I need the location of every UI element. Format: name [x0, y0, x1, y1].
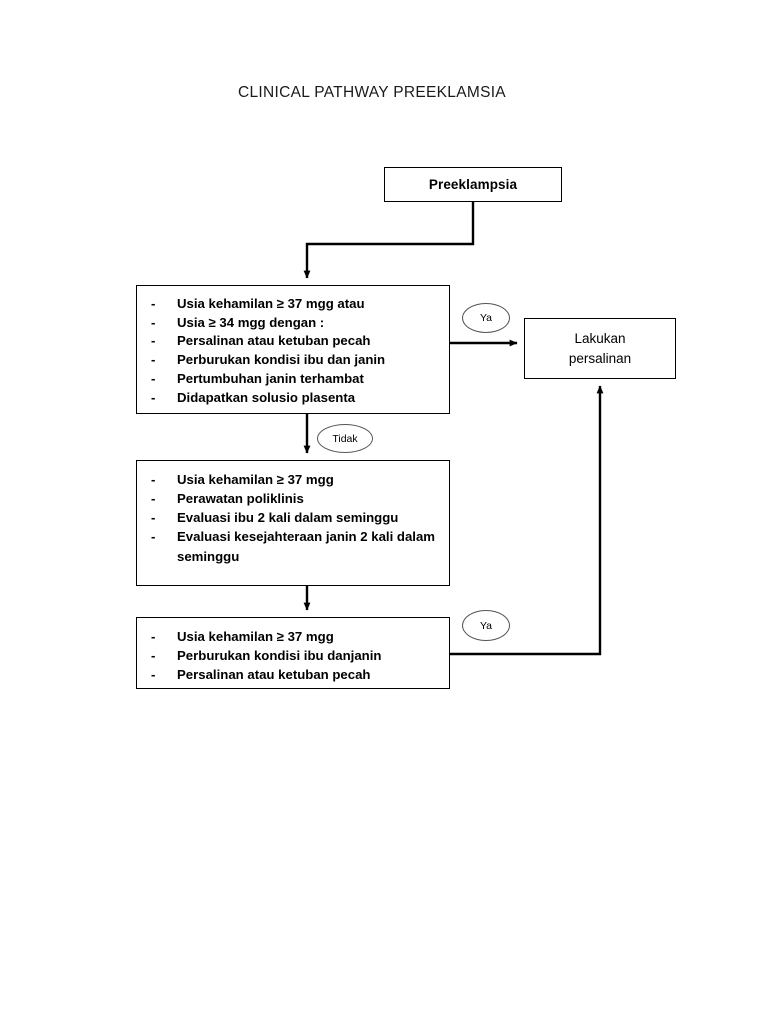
bullet-dash: -	[151, 314, 156, 330]
list-item: - Usia kehamilan ≥ 37 mgg atau	[151, 295, 439, 314]
list-item: - Perburukan kondisi ibu dan janin	[151, 351, 439, 370]
edge-label-ya-top: Ya	[462, 303, 510, 333]
criteria-2-item-0: Usia kehamilan ≥ 37 mgg	[177, 472, 334, 487]
criteria-3-item-0: Usia kehamilan ≥ 37 mgg	[177, 629, 334, 644]
bullet-dash: -	[151, 648, 156, 663]
list-item: - Usia kehamilan ≥ 37 mgg	[151, 627, 439, 646]
list-item: - Evaluasi kesejahteraan janin 2 kali da…	[151, 527, 439, 565]
node-criteria-2[interactable]: - Usia kehamilan ≥ 37 mgg - Perawatan po…	[136, 460, 450, 586]
criteria-3-item-2: Persalinan atau ketuban pecah	[177, 667, 371, 682]
node-action-line-2: persalinan	[568, 350, 632, 366]
criteria-1-item-2: Persalinan atau ketuban pecah	[177, 333, 371, 349]
edge-label-ya-bottom: Ya	[462, 610, 510, 641]
node-preeklampsia[interactable]: Preeklampsia	[384, 167, 562, 202]
criteria-1-item-5: Didapatkan solusio plasenta	[177, 389, 356, 405]
bullet-dash: -	[151, 352, 156, 368]
bullet-dash: -	[151, 472, 156, 487]
criteria-1-item-1: Usia ≥ 34 mgg dengan :	[177, 314, 325, 330]
node-criteria-3[interactable]: - Usia kehamilan ≥ 37 mgg - Perburukan k…	[136, 617, 450, 689]
bullet-dash: -	[151, 491, 156, 507]
bullet-dash: -	[151, 529, 156, 545]
page-title: CLINICAL PATHWAY PREEKLAMSIA	[238, 84, 506, 101]
connector-start-to-criteria1	[303, 202, 475, 279]
list-item: - Usia ≥ 34 mgg dengan :	[151, 314, 439, 333]
list-item: - Persalinan atau ketuban pecah	[151, 665, 439, 684]
list-item: - Persalinan atau ketuban pecah	[151, 332, 439, 351]
criteria-1-list: - Usia kehamilan ≥ 37 mgg atau - Usia ≥ …	[151, 295, 439, 407]
node-preeklampsia-label: Preeklampsia	[428, 177, 518, 192]
edge-label-tidak: Tidak	[317, 424, 373, 453]
list-item: - Didapatkan solusio plasenta	[151, 389, 439, 408]
bullet-dash: -	[151, 370, 156, 386]
criteria-2-item-3: Evaluasi kesejahteraan janin 2 kali dala…	[177, 529, 436, 564]
criteria-3-list: - Usia kehamilan ≥ 37 mgg - Perburukan k…	[151, 627, 439, 684]
node-lakukan-persalinan-label: Lakukan persalinan	[569, 329, 631, 368]
bullet-dash: -	[151, 510, 156, 526]
list-item: - Perawatan poliklinis	[151, 489, 439, 508]
list-item: - Pertumbuhan janin terhambat	[151, 370, 439, 389]
criteria-2-item-1: Perawatan poliklinis	[177, 491, 304, 507]
bullet-dash: -	[151, 629, 156, 644]
list-item: - Usia kehamilan ≥ 37 mgg	[151, 470, 439, 489]
bullet-dash: -	[151, 296, 156, 311]
node-action-line-1: Lakukan	[574, 330, 626, 346]
list-item: - Perburukan kondisi ibu danjanin	[151, 646, 439, 665]
criteria-1-item-3: Perburukan kondisi ibu dan janin	[177, 352, 386, 368]
node-criteria-1[interactable]: - Usia kehamilan ≥ 37 mgg atau - Usia ≥ …	[136, 285, 450, 414]
criteria-2-item-2: Evaluasi ibu 2 kali dalam seminggu	[177, 510, 399, 526]
list-item: - Evaluasi ibu 2 kali dalam seminggu	[151, 508, 439, 527]
bullet-dash: -	[151, 667, 156, 682]
criteria-1-item-0: Usia kehamilan ≥ 37 mgg atau	[177, 296, 365, 311]
criteria-2-list: - Usia kehamilan ≥ 37 mgg - Perawatan po…	[151, 470, 439, 566]
bullet-dash: -	[151, 333, 156, 349]
criteria-1-item-4: Pertumbuhan janin terhambat	[177, 370, 364, 386]
criteria-3-item-1: Perburukan kondisi ibu danjanin	[177, 648, 382, 663]
node-lakukan-persalinan[interactable]: Lakukan persalinan	[524, 318, 676, 379]
bullet-dash: -	[151, 389, 156, 405]
